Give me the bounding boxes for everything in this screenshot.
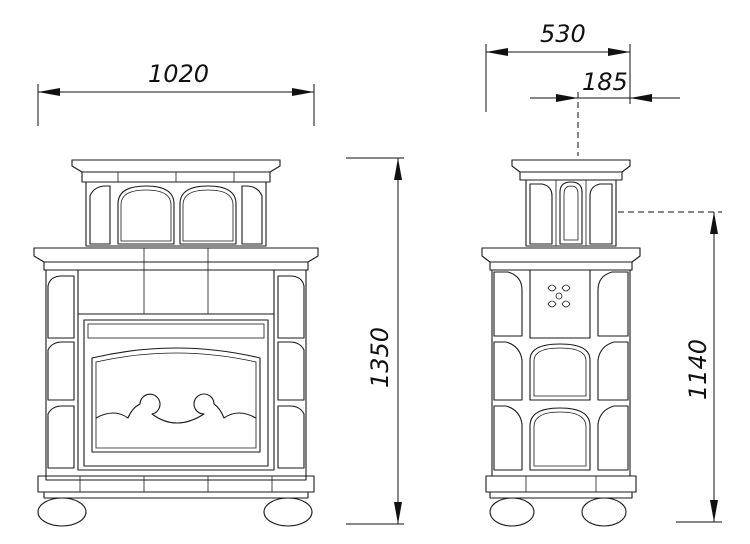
dimension-front-width: 1020 — [37, 60, 315, 126]
side-upper-label: 185 — [582, 68, 628, 96]
side-depth-label: 530 — [540, 20, 586, 48]
front-width-label: 1020 — [148, 60, 209, 88]
front-view — [33, 159, 319, 527]
dimension-front-height: 1350 — [346, 157, 404, 525]
side-height-label: 1140 — [684, 339, 712, 400]
front-height-label: 1350 — [366, 327, 394, 388]
dimension-side-height: 1140 — [618, 211, 722, 523]
dimension-side-upper: 185 — [530, 64, 680, 156]
side-view — [481, 159, 641, 527]
